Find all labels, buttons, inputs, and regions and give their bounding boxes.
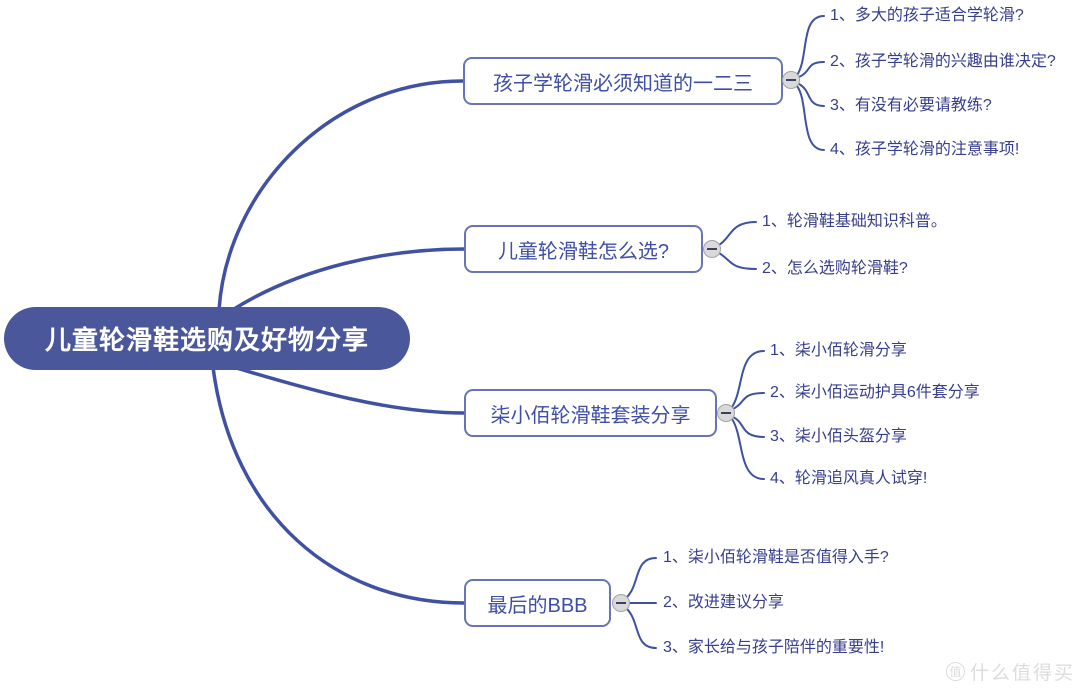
branch-node-1-label: 孩子学轮滑必须知道的一二三 (493, 72, 753, 95)
watermark: 值 什么值得买 (946, 658, 1075, 685)
collapse-toggle-branch-3[interactable] (717, 404, 735, 422)
minus-icon (616, 602, 626, 604)
root-node-label: 儿童轮滑鞋选购及好物分享 (44, 325, 369, 355)
leaf-node[interactable]: 4、孩子学轮滑的注意事项! (830, 141, 1020, 158)
leaf-node[interactable]: 2、柒小佰运动护具6件套分享 (770, 384, 980, 401)
leaf-node[interactable]: 3、家长给与孩子陪伴的重要性! (663, 639, 885, 656)
leaf-node[interactable]: 4、轮滑追风真人试穿! (770, 470, 928, 487)
root-node[interactable]: 儿童轮滑鞋选购及好物分享 (4, 307, 410, 370)
smzdm-logo-icon: 值 (946, 662, 965, 681)
branch-node-4-label: 最后的BBB (487, 594, 588, 617)
branch-node-3[interactable]: 柒小佰轮滑鞋套装分享 (464, 389, 717, 437)
minus-icon (721, 412, 731, 414)
branch-node-2-label: 儿童轮滑鞋怎么选? (497, 240, 670, 263)
branch-node-3-label: 柒小佰轮滑鞋套装分享 (490, 404, 691, 427)
leaf-node[interactable]: 2、怎么选购轮滑鞋? (762, 260, 908, 277)
leaf-node[interactable]: 3、有没有必要请教练? (830, 97, 992, 114)
branch-node-4[interactable]: 最后的BBB (464, 579, 611, 627)
leaf-node[interactable]: 1、柒小佰轮滑鞋是否值得入手? (663, 549, 889, 566)
collapse-toggle-branch-2[interactable] (703, 240, 721, 258)
collapse-toggle-branch-4[interactable] (612, 594, 630, 612)
minus-icon (707, 248, 717, 250)
leaf-node[interactable]: 1、柒小佰轮滑分享 (770, 342, 907, 359)
collapse-toggle-branch-1[interactable] (782, 71, 800, 89)
leaf-node[interactable]: 2、孩子学轮滑的兴趣由谁决定? (830, 53, 1056, 70)
minus-icon (786, 79, 796, 81)
leaf-node[interactable]: 1、轮滑鞋基础知识科普。 (762, 213, 947, 230)
leaf-node[interactable]: 2、改进建议分享 (663, 594, 784, 611)
watermark-text: 什么值得买 (970, 663, 1076, 684)
leaf-node[interactable]: 3、柒小佰头盔分享 (770, 428, 907, 445)
branch-node-2[interactable]: 儿童轮滑鞋怎么选? (464, 225, 703, 273)
branch-node-1[interactable]: 孩子学轮滑必须知道的一二三 (463, 57, 783, 105)
leaf-node[interactable]: 1、多大的孩子适合学轮滑? (830, 7, 1024, 24)
